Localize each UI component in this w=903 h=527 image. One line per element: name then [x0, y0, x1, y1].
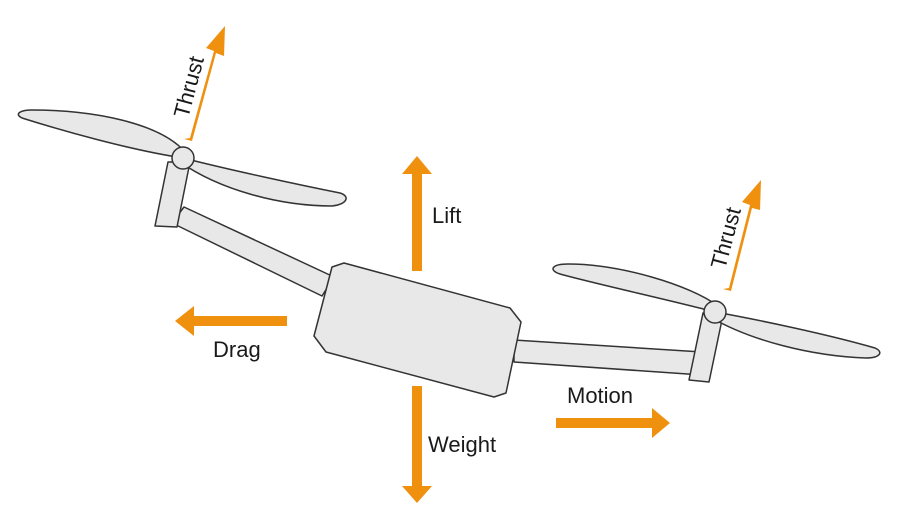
weight-label: Weight [428, 432, 496, 457]
right-propeller-blade-a [552, 263, 719, 313]
left-propeller-blade-a [17, 109, 187, 159]
thrust-arrow-left [184, 26, 225, 141]
left-propeller-hub [171, 146, 195, 170]
thrust-label-right: Thrust [706, 205, 746, 272]
right-propeller-blade-b [711, 311, 881, 359]
lift-label: Lift [432, 203, 461, 228]
thrust-arrow-right [723, 180, 761, 291]
weight-arrow [402, 386, 432, 503]
left-propeller-blade-b [179, 157, 347, 207]
right-propeller-hub [703, 300, 727, 324]
drag-arrow [175, 306, 287, 336]
motion-arrow [556, 408, 670, 438]
drag-label: Drag [213, 337, 261, 362]
right-arm [513, 339, 703, 376]
lift-arrow [402, 156, 432, 271]
drone-body [313, 262, 522, 398]
motion-label: Motion [567, 383, 633, 408]
left-arm [171, 206, 335, 297]
thrust-label-left: Thrust [169, 54, 209, 121]
